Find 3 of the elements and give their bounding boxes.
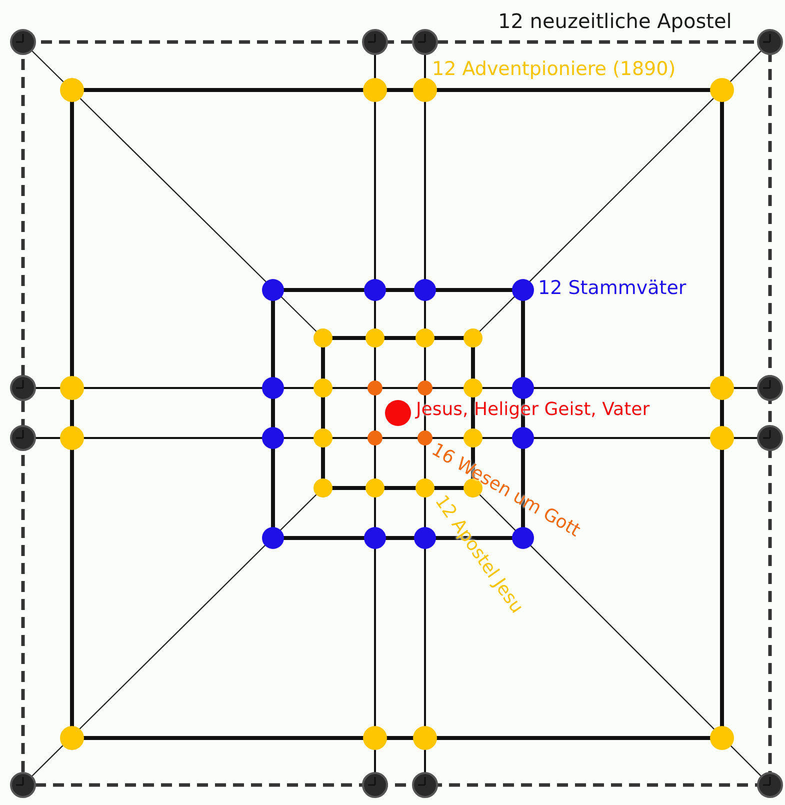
group-label: 12 neuzeitliche Apostel	[498, 10, 732, 32]
group-label: 12 Adventpioniere (1890)	[432, 59, 676, 80]
group-label: 12 Stammväter	[538, 278, 686, 299]
